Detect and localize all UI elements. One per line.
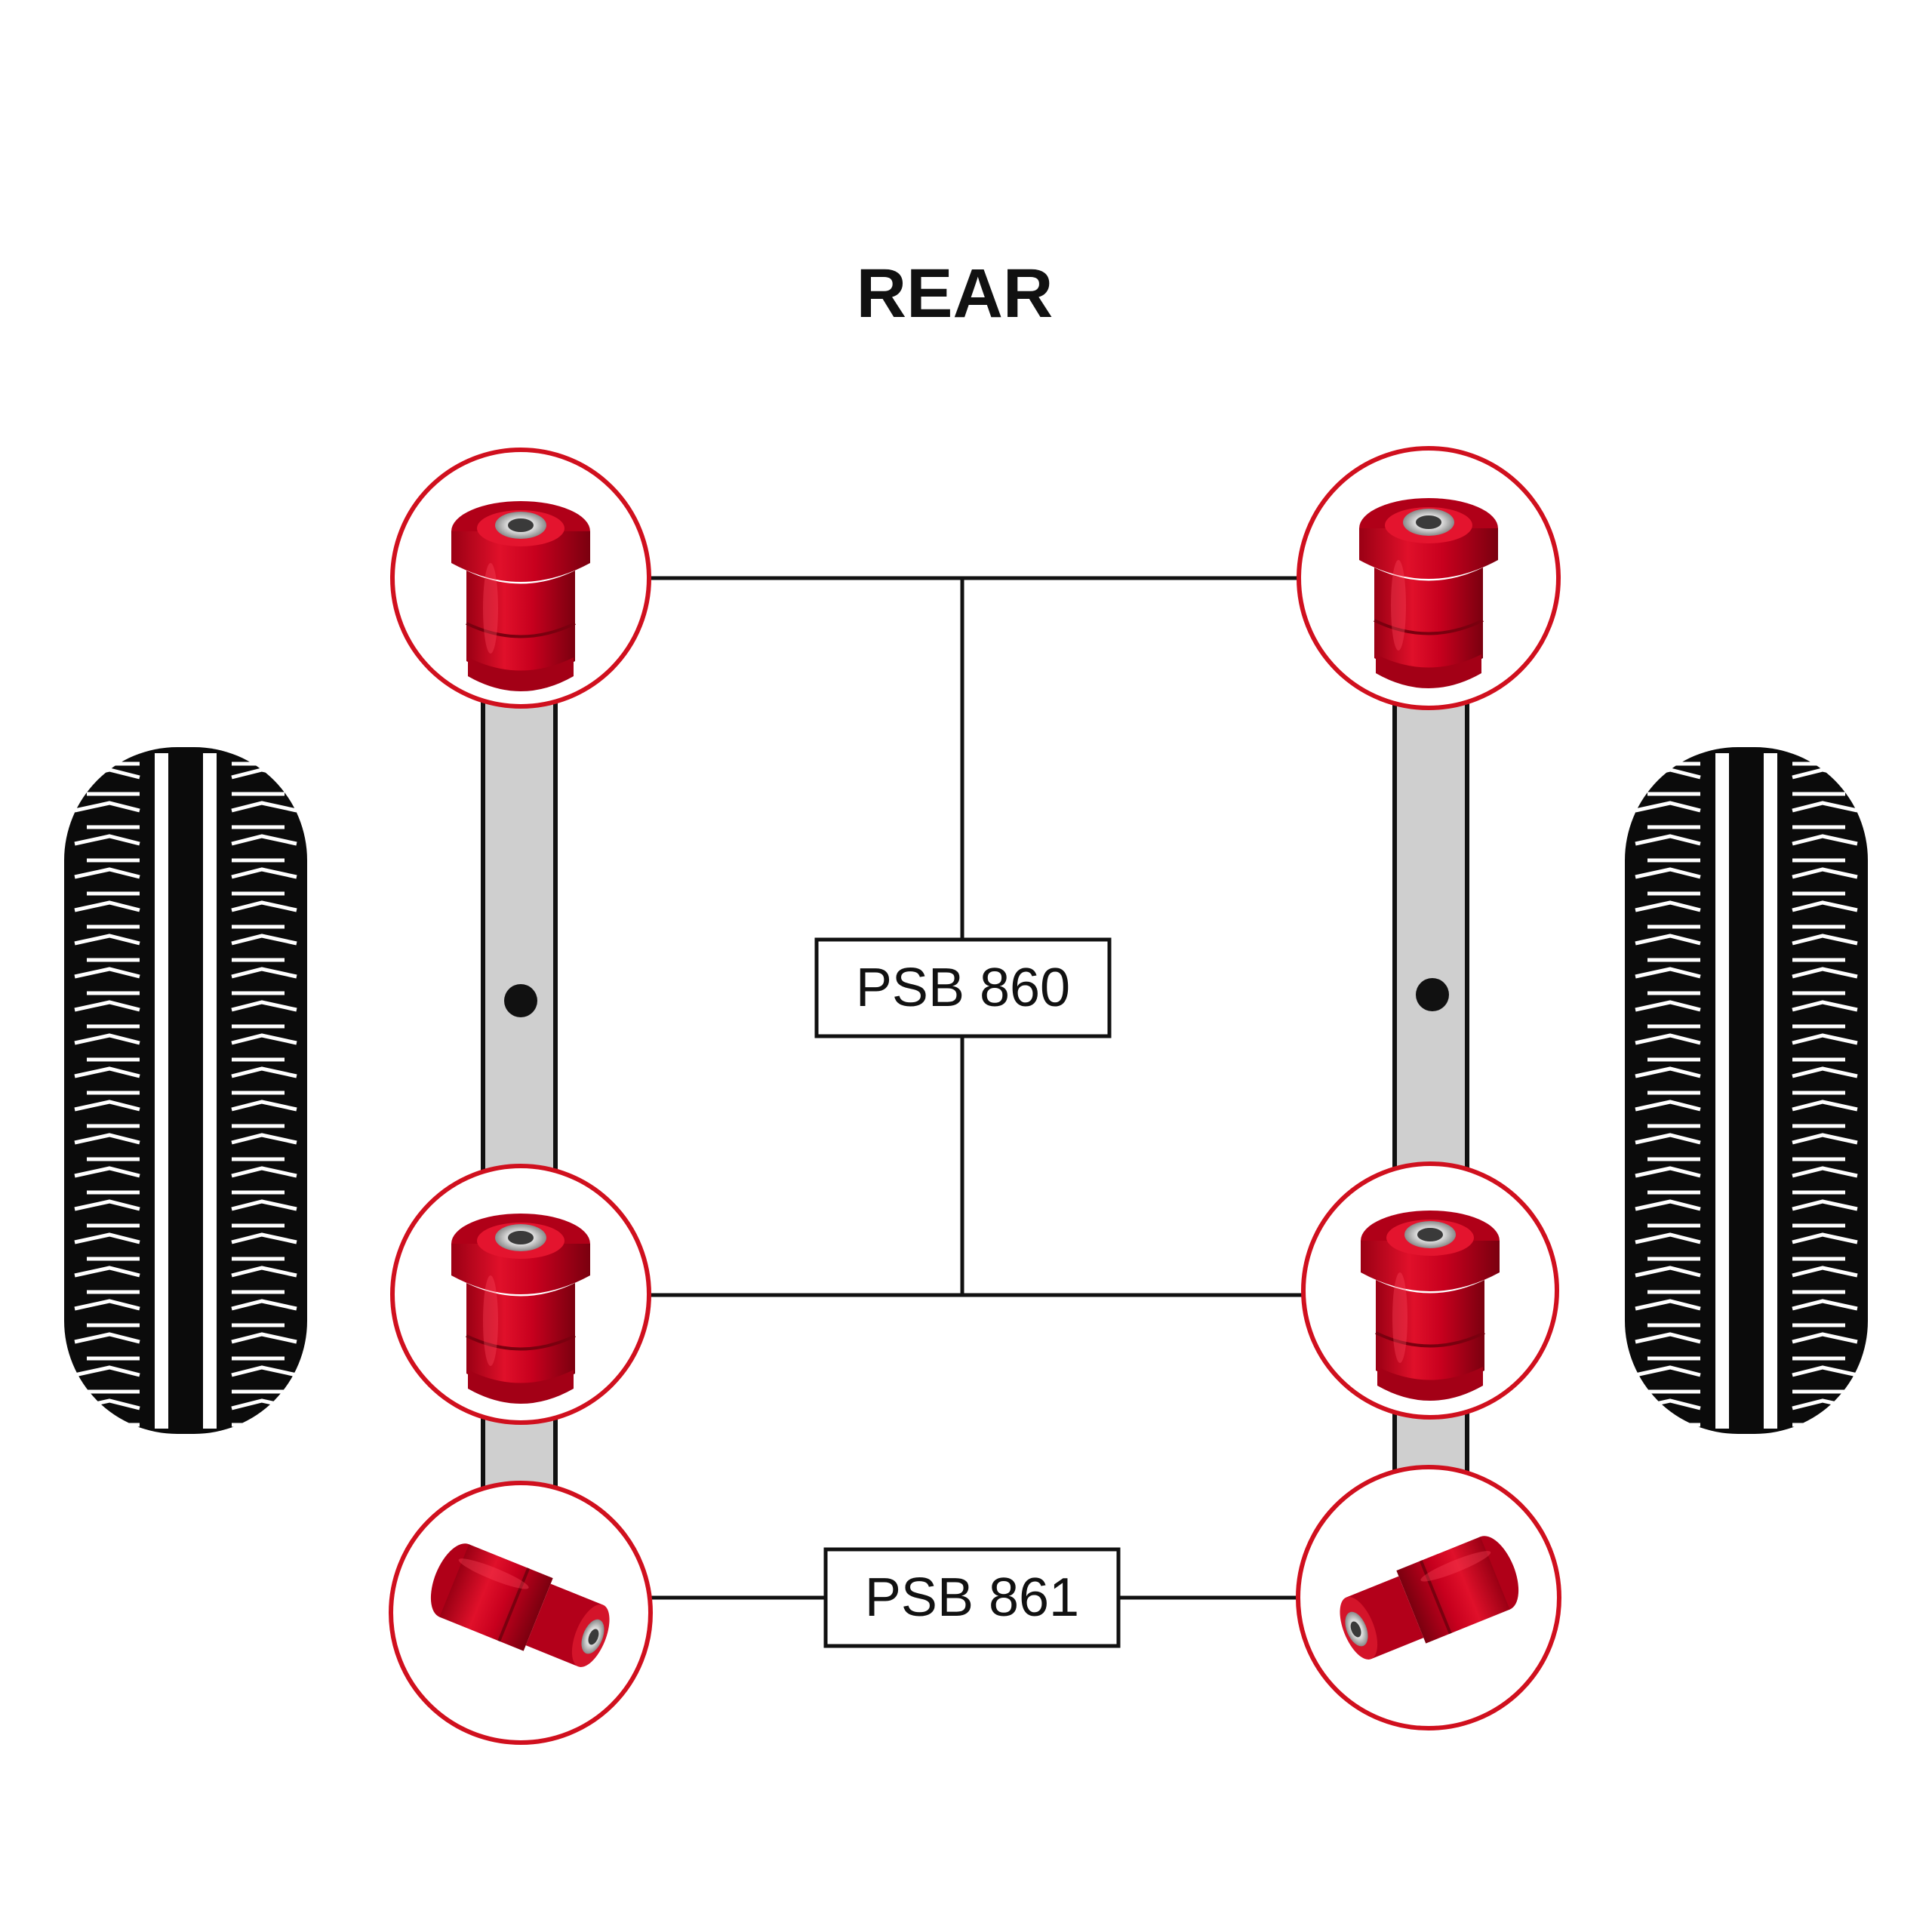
bush-icon (1359, 1209, 1501, 1402)
bush-rear-right (1296, 1465, 1561, 1730)
label-psb-860-text: PSB 860 (856, 958, 1070, 1018)
left-pivot-dot-icon (504, 984, 537, 1017)
connector-lines (649, 576, 1306, 1600)
bush-front-right (1297, 446, 1561, 710)
bush-mid-left (390, 1164, 651, 1425)
label-psb-861: PSB 861 (823, 1547, 1121, 1648)
label-psb-860: PSB 860 (814, 937, 1112, 1038)
bush-rear-left (389, 1481, 653, 1745)
bush-icon (1358, 497, 1500, 690)
right-pivot-dot-icon (1416, 978, 1449, 1011)
bush-mid-right (1301, 1161, 1559, 1420)
right-tyre-icon (1625, 740, 1868, 1434)
bush-icon (450, 500, 592, 693)
bush-front-left (390, 448, 651, 709)
label-psb-861-text: PSB 861 (865, 1567, 1079, 1628)
page-title: REAR (857, 255, 1054, 332)
bush-icon (450, 1212, 592, 1405)
left-tyre-icon (64, 740, 307, 1434)
